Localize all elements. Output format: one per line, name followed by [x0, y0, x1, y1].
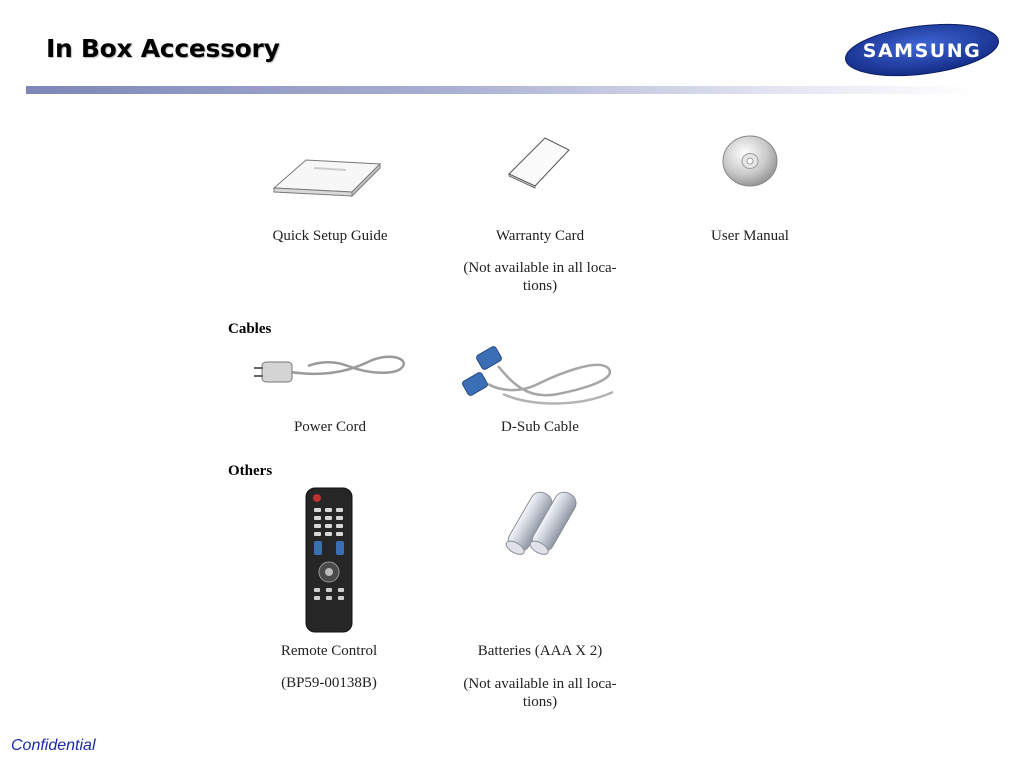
remote-control-model: (BP59-00138B) — [281, 675, 377, 691]
samsung-logo: SAMSUNG — [845, 23, 999, 77]
user-manual-cd-icon — [722, 135, 778, 187]
others-heading: Others — [228, 463, 273, 479]
dsub-cable-icon — [462, 346, 614, 405]
quick-setup-guide-label: Quick Setup Guide — [272, 228, 388, 244]
batteries-note: (Not available in all loca- tions) — [463, 676, 617, 710]
warranty-card-icon — [508, 137, 570, 189]
quick-setup-guide-icon — [272, 159, 382, 198]
remote-control-label: Remote Control — [280, 643, 378, 659]
warranty-card-note: (Not available in all loca- tions) — [463, 260, 617, 294]
slide-title: In Box Accessory — [46, 34, 280, 63]
logo-text: SAMSUNG — [863, 40, 981, 62]
user-manual-label: User Manual — [711, 228, 789, 244]
dsub-cable-label: D-Sub Cable — [501, 419, 579, 435]
confidential-footer: Confidential — [11, 737, 96, 754]
title-underline-bar — [26, 86, 976, 94]
remote-control-icon — [305, 487, 353, 633]
warranty-card-label: Warranty Card — [495, 228, 585, 244]
batteries-label: Batteries (AAA X 2) — [477, 643, 603, 659]
power-cord-icon — [254, 355, 406, 383]
batteries-icon — [505, 491, 577, 555]
cables-heading: Cables — [228, 321, 272, 337]
power-cord-label: Power Cord — [293, 419, 367, 435]
